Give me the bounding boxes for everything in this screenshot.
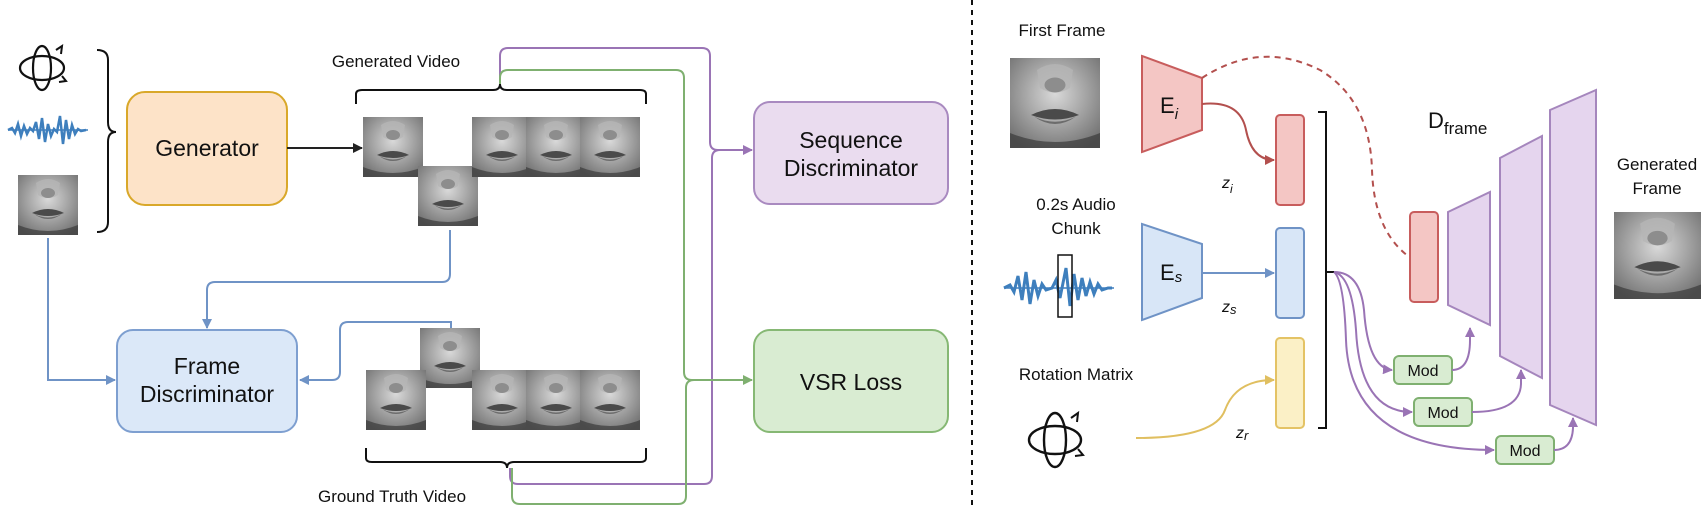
generated-frame-line1: Generated <box>1617 155 1697 174</box>
rotation-matrix-icon <box>1027 410 1085 469</box>
mod-box-3: Mod <box>1495 435 1555 465</box>
svg-text:Mod: Mod <box>1427 405 1458 422</box>
gt-frame-to-frame-disc-arrow <box>299 321 452 385</box>
mod-box-1: Mod <box>1393 355 1453 385</box>
latent-to-mod-2-arrow <box>1333 271 1413 417</box>
mod-2-to-decoder-arrow <box>1471 369 1526 413</box>
latent-image-label: zi <box>1221 175 1233 196</box>
generated-video-frames <box>363 117 640 226</box>
ground-truth-video-frames <box>366 328 640 430</box>
image-encoder-to-latent-arrow <box>1201 102 1275 165</box>
generated-to-vsr-loss-arrow <box>499 69 753 385</box>
frame-discriminator-line2: Discriminator <box>140 381 275 407</box>
sequence-discriminator-line1: Sequence <box>799 127 903 153</box>
audio-chunk-waveform-icon <box>1003 254 1114 318</box>
decoder-input-latent <box>1409 211 1439 303</box>
svg-text:Mod: Mod <box>1407 363 1438 380</box>
generated-frame-to-frame-disc-arrow <box>202 230 451 329</box>
latent-rotation-box <box>1275 337 1305 429</box>
generated-frame-image <box>1614 211 1701 299</box>
decoder-stage-3 <box>1549 88 1597 427</box>
skip-connection-dashed <box>1201 55 1409 257</box>
generator-box: Generator <box>126 91 288 206</box>
latent-rotation-label: zr <box>1235 425 1249 443</box>
input-face-image <box>18 175 78 235</box>
gt-to-vsr-loss-arrow <box>511 379 695 505</box>
generated-video-brace <box>355 83 647 104</box>
latent-image-box <box>1275 114 1305 206</box>
sequence-discriminator-box: Sequence Discriminator <box>753 101 949 205</box>
gt-to-sequence-disc-arrow <box>509 149 721 485</box>
input-brace <box>96 49 117 233</box>
audio-encoder: Es <box>1141 222 1203 322</box>
frame-decoder-label: Dframe <box>1428 108 1487 138</box>
vsr-loss-box: VSR Loss <box>753 329 949 433</box>
sequence-discriminator-line2: Discriminator <box>784 155 919 181</box>
frame-discriminator-line1: Frame <box>174 353 240 379</box>
mod-1-to-decoder-arrow <box>1451 327 1475 371</box>
mod-3-to-decoder-arrow <box>1553 417 1578 451</box>
rotation-matrix-label: Rotation Matrix <box>1019 365 1134 384</box>
face-to-frame-disc-arrow <box>47 238 116 385</box>
mod-box-2: Mod <box>1413 397 1473 427</box>
decoder-stage-2 <box>1499 134 1543 380</box>
rotation-icon <box>18 43 68 92</box>
audio-chunk-line1: 0.2s Audio <box>1036 195 1115 214</box>
generated-video-label: Generated Video <box>332 52 460 71</box>
rotation-to-latent-arrow <box>1135 375 1275 439</box>
latent-audio-label: zs <box>1221 299 1237 317</box>
vsr-loss-label: VSR Loss <box>800 369 902 395</box>
latent-audio-box <box>1275 227 1305 319</box>
svg-text:Mod: Mod <box>1509 443 1540 460</box>
audio-chunk-line2: Chunk <box>1051 219 1101 238</box>
generated-frame-line2: Frame <box>1632 179 1681 198</box>
image-encoder-label: Ei <box>1160 93 1179 123</box>
first-frame-image <box>1010 58 1100 148</box>
ground-truth-video-label: Ground Truth Video <box>318 487 466 506</box>
generated-to-sequence-disc-arrow <box>499 47 753 155</box>
first-frame-label: First Frame <box>1019 21 1106 40</box>
latent-to-mod-3-arrow <box>1333 271 1495 455</box>
latent-brace <box>1318 111 1334 429</box>
audio-encoder-label: Es <box>1160 260 1183 286</box>
latent-to-mod-1-arrow <box>1333 271 1393 375</box>
generator-label: Generator <box>155 135 259 161</box>
decoder-stage-1 <box>1447 190 1491 327</box>
audio-waveform-icon <box>7 115 88 145</box>
image-encoder: Ei <box>1141 54 1203 154</box>
ground-truth-brace <box>365 448 647 469</box>
frame-discriminator-box: Frame Discriminator <box>116 329 298 433</box>
